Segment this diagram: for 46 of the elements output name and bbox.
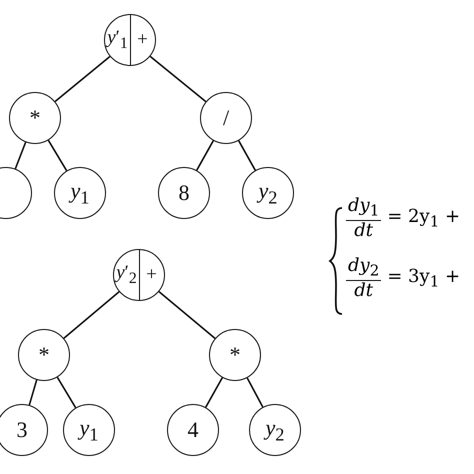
node-label: y$_{2}$	[258, 178, 278, 208]
connector-line	[54, 56, 110, 102]
connector-line	[246, 378, 264, 408]
node-label: +	[137, 29, 148, 51]
connector-line	[196, 140, 214, 171]
node-label: y′$_{1}$	[107, 27, 128, 53]
connector-line	[28, 380, 38, 406]
node-label: *	[230, 342, 240, 368]
node-label: +	[146, 264, 157, 286]
node-label: y$_{1}$	[70, 178, 90, 208]
tree-node-circle	[104, 14, 156, 66]
node-label: *	[38, 342, 50, 368]
node-label: y$_{2}$	[266, 414, 284, 446]
node-label: 4	[188, 417, 198, 443]
fraction-denominator: dt	[354, 220, 373, 242]
equation-text: = 3y$_{1}$ +	[387, 266, 460, 292]
node-label: y′$_{2}$	[116, 262, 137, 288]
node-label: 3	[16, 417, 28, 443]
connector-line	[48, 140, 68, 172]
tree-node-circle	[18, 329, 70, 381]
node-label: /	[222, 105, 230, 131]
tree-node-circle	[158, 167, 210, 219]
connector-line	[158, 291, 216, 339]
node-label: y$_{1}$	[80, 414, 98, 446]
connector-line	[205, 377, 223, 408]
tree-node-circle	[9, 92, 61, 144]
tree-node-circle	[63, 404, 115, 456]
fraction-denominator: dt	[354, 280, 373, 302]
equation-text: = 2y$_{1}$ +	[387, 206, 460, 232]
fraction-numerator: dy$_{1}$	[346, 196, 382, 221]
node-label: *	[30, 105, 40, 131]
tree-node-circle	[242, 167, 294, 219]
tree-node-circle	[209, 329, 261, 381]
tree-node-circle	[113, 249, 165, 301]
connector-line	[14, 142, 26, 170]
tree-node-circle	[249, 404, 301, 456]
connector-line	[56, 376, 76, 408]
node-label: 8	[178, 180, 190, 206]
connector-line	[150, 56, 206, 102]
tree-node-circle	[54, 167, 106, 219]
connector-line	[63, 291, 120, 339]
tree-node-circle	[200, 92, 252, 144]
connector-line	[238, 140, 256, 171]
tree-node-circle	[0, 404, 48, 456]
tree-node-circle	[167, 404, 219, 456]
fraction-numerator: dy$_{2}$	[346, 256, 382, 281]
